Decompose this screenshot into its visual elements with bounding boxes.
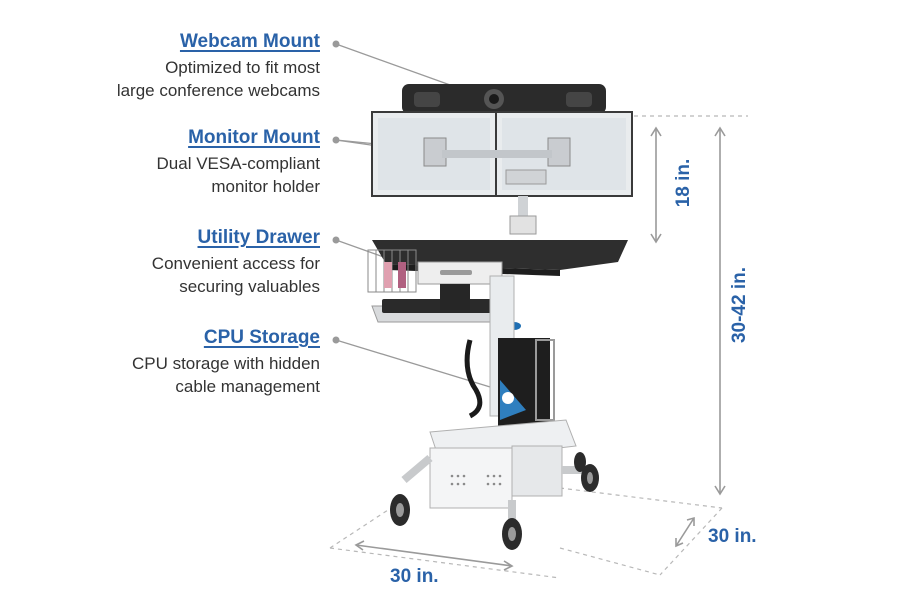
dimension-depth-label: 30 in. xyxy=(708,526,757,547)
cable xyxy=(464,339,483,419)
feature-cpu-storage: CPU Storage CPU storage with hidden cabl… xyxy=(20,326,320,398)
feature-description: Optimized to fit most large conference w… xyxy=(20,56,320,102)
feature-description-line: securing valuables xyxy=(179,277,320,296)
feature-description-line: large conference webcams xyxy=(116,81,320,100)
feature-webcam-mount: Webcam Mount Optimized to fit most large… xyxy=(20,30,320,102)
feature-title: Monitor Mount xyxy=(188,127,320,148)
dimension-guides xyxy=(329,115,748,579)
cart-base xyxy=(401,419,588,530)
keyboard xyxy=(382,299,492,313)
feature-monitor-mount: Monitor Mount Dual VESA-compliant monito… xyxy=(20,126,320,198)
feature-description-line: monitor holder xyxy=(211,177,320,196)
feature-utility-drawer: Utility Drawer Convenient access for sec… xyxy=(20,226,320,298)
monitor-pole xyxy=(518,196,528,226)
dual-monitors xyxy=(371,111,633,197)
feature-description-line: Dual VESA-compliant xyxy=(156,154,320,173)
webcam-bar xyxy=(402,84,606,114)
dimension-overall-height-label: 30-42 in. xyxy=(729,266,750,344)
pole-clamp xyxy=(509,215,537,235)
feature-description-line: cable management xyxy=(175,377,320,396)
feature-title: CPU Storage xyxy=(203,327,320,348)
feature-description-line: CPU storage with hidden xyxy=(131,354,320,373)
dimension-monitor-height-label: 18 in. xyxy=(673,158,694,208)
cpu-unit xyxy=(498,338,555,428)
feature-description: CPU storage with hidden cable management xyxy=(20,352,320,398)
feature-description-line: Convenient access for xyxy=(151,254,320,273)
feature-description: Convenient access for securing valuables xyxy=(20,252,320,298)
dimension-arrows xyxy=(354,126,726,571)
feature-title: Webcam Mount xyxy=(179,31,320,52)
feature-title: Utility Drawer xyxy=(197,227,320,248)
feature-description: Dual VESA-compliant monitor holder xyxy=(20,152,320,198)
dimension-width-label: 30 in. xyxy=(390,566,439,587)
feature-description-line: Optimized to fit most xyxy=(165,58,320,77)
